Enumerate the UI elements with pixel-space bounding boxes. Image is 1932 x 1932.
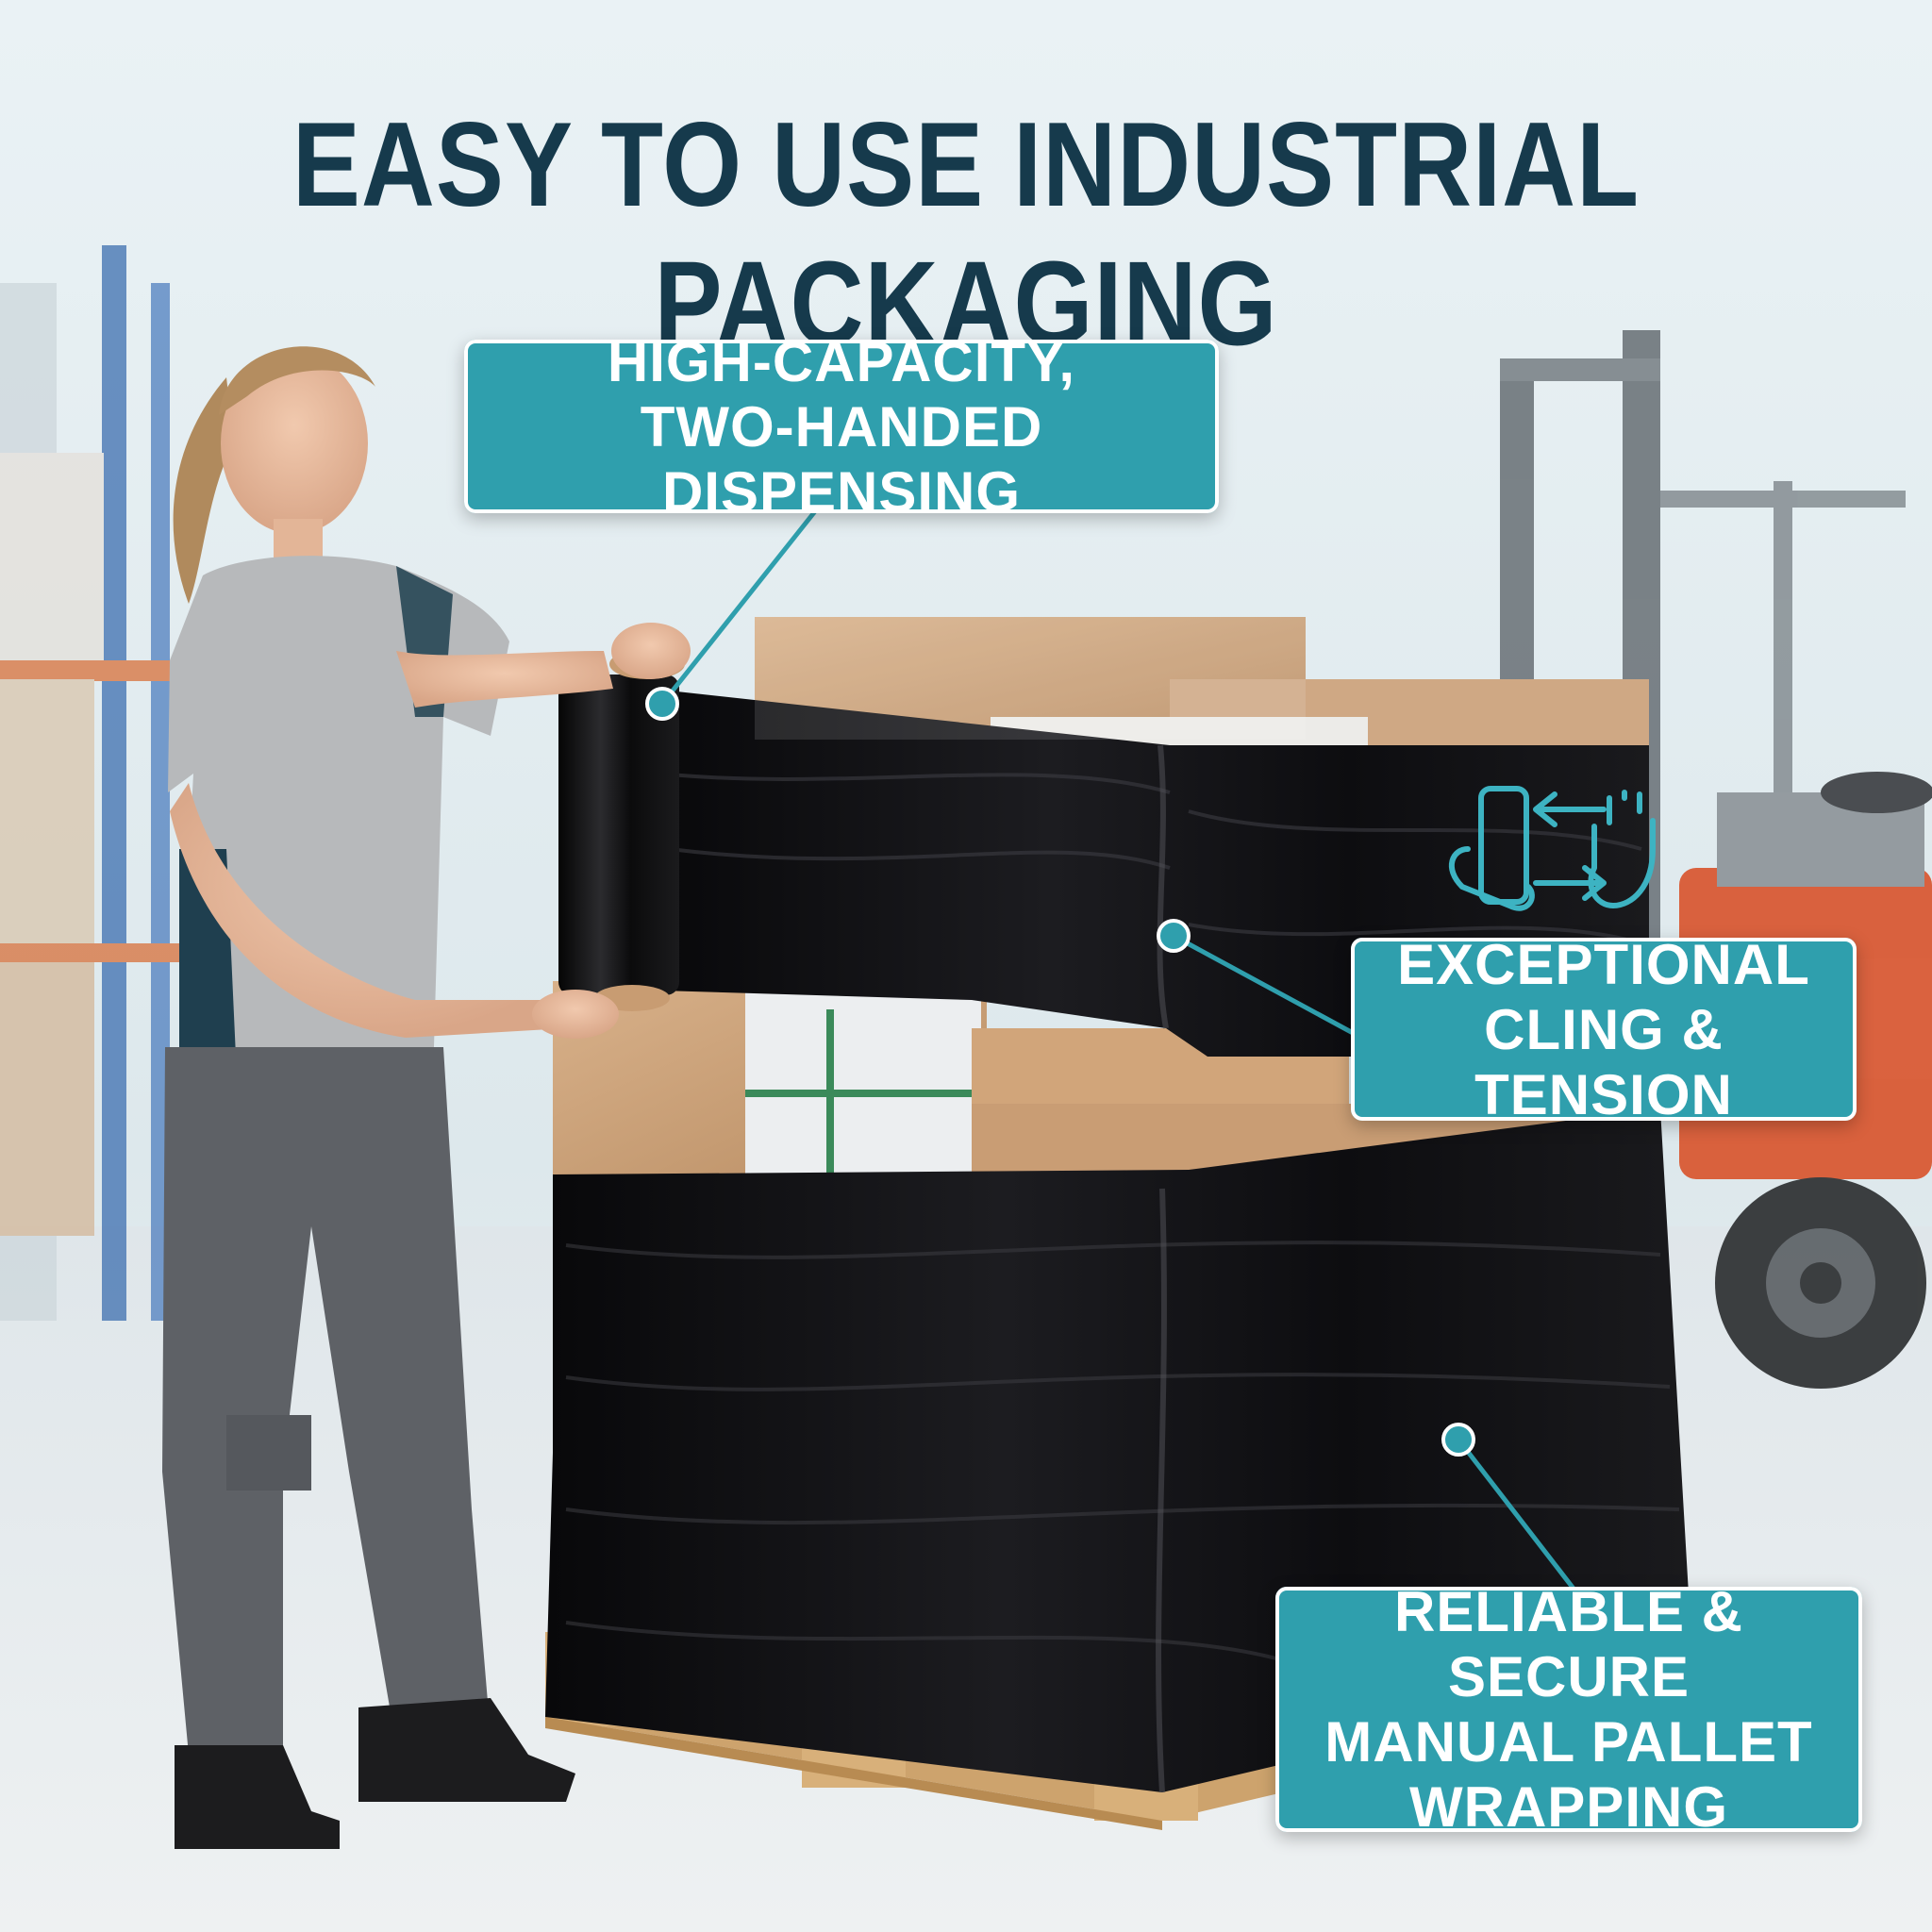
callout-line: WRAPPING (1409, 1775, 1728, 1839)
open-hand-icon (1588, 790, 1656, 908)
callout-line: TWO-HANDED DISPENSING (640, 394, 1043, 524)
callout-line: CLING & TENSION (1474, 997, 1733, 1126)
box-stack (553, 617, 1660, 1198)
callout-cling-tension: EXCEPTIONAL CLING & TENSION (1351, 933, 1857, 1126)
callout-pallet-wrapping: RELIABLE & SECURE MANUAL PALLET WRAPPING (1275, 1580, 1862, 1839)
leader-lines (645, 509, 1575, 1591)
callout-line: MANUAL PALLET (1324, 1710, 1813, 1774)
callout-line: EXCEPTIONAL (1397, 932, 1810, 996)
callout-line: HIGH-CAPACITY, (607, 329, 1076, 393)
worker (162, 346, 691, 1849)
film-roll-hand-icon (1449, 786, 1535, 911)
callout-line: RELIABLE & SECURE (1394, 1580, 1743, 1708)
callout-dispensing: HIGH-CAPACITY, TWO-HANDED DISPENSING (464, 330, 1219, 524)
